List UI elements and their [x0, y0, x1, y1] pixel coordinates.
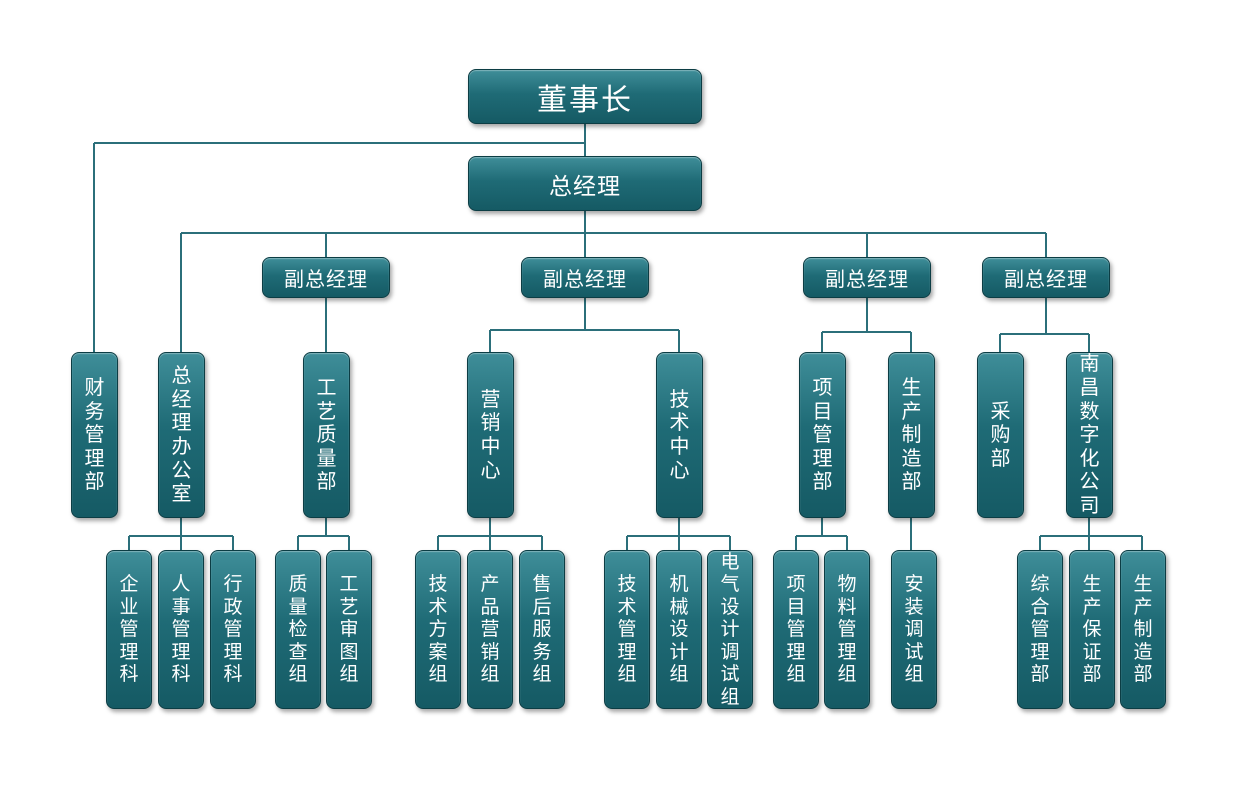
vice-gm-box-2: 副总经理 — [521, 257, 649, 298]
team-product-marketing-label: 产品营销组 — [480, 573, 500, 686]
dept-gm-office: 总经理办公室 — [158, 352, 205, 518]
dept-gm-office-label: 总经理办公室 — [171, 363, 192, 506]
team-mech-design: 机械设计组 — [656, 550, 702, 709]
dept-marketing-center: 营销中心 — [467, 352, 514, 518]
chairman-label: 董事长 — [537, 82, 633, 118]
team-process-review-label: 工艺审图组 — [339, 573, 359, 686]
team-production-assurance: 生产保证部 — [1069, 550, 1115, 709]
team-material-mgmt-label: 物料管理组 — [837, 573, 857, 686]
vice-gm-box-3: 副总经理 — [803, 257, 931, 298]
team-tech-mgmt-label: 技术管理组 — [617, 573, 637, 686]
team-quality-inspection-label: 质量检查组 — [288, 573, 308, 686]
vice-gm-label-2: 副总经理 — [543, 267, 627, 291]
team-production-assurance-label: 生产保证部 — [1082, 573, 1102, 686]
team-product-marketing: 产品营销组 — [467, 550, 513, 709]
dept-project-mgmt: 项目管理部 — [799, 352, 846, 518]
team-elec-design: 电气设计调试组 — [707, 550, 753, 709]
team-production-mfg: 生产制造部 — [1120, 550, 1166, 709]
dept-production: 生产制造部 — [888, 352, 935, 518]
dept-nanchang-digital: 南昌数字化公司 — [1066, 352, 1113, 518]
dept-finance-label: 财务管理部 — [84, 375, 105, 494]
team-tech-solution: 技术方案组 — [415, 550, 461, 709]
team-after-sales-label: 售后服务组 — [532, 573, 552, 686]
team-elec-design-label: 电气设计调试组 — [720, 551, 740, 708]
team-install-debug-label: 安装调试组 — [904, 573, 924, 686]
team-after-sales: 售后服务组 — [519, 550, 565, 709]
dept-nanchang-digital-label: 南昌数字化公司 — [1079, 351, 1100, 517]
team-general-mgmt-label: 综合管理部 — [1030, 573, 1050, 686]
team-production-mfg-label: 生产制造部 — [1133, 573, 1153, 686]
team-project-mgmt-label: 项目管理组 — [786, 573, 806, 686]
team-enterprise-mgmt-label: 企业管理科 — [119, 573, 139, 686]
team-admin-mgmt: 行政管理科 — [210, 550, 256, 709]
team-hr-mgmt-label: 人事管理科 — [171, 573, 191, 686]
dept-marketing-center-label: 营销中心 — [480, 386, 501, 482]
team-material-mgmt: 物料管理组 — [824, 550, 870, 709]
team-hr-mgmt: 人事管理科 — [158, 550, 204, 709]
dept-finance: 财务管理部 — [71, 352, 118, 518]
team-mech-design-label: 机械设计组 — [669, 573, 689, 686]
dept-purchasing: 采购部 — [977, 352, 1024, 518]
team-admin-mgmt-label: 行政管理科 — [223, 573, 243, 686]
dept-production-label: 生产制造部 — [901, 375, 922, 494]
team-install-debug: 安装调试组 — [891, 550, 937, 709]
vice-gm-box-4: 副总经理 — [982, 257, 1110, 298]
dept-process-quality-label: 工艺质量部 — [316, 375, 337, 494]
vice-gm-box-1: 副总经理 — [262, 257, 390, 298]
team-tech-mgmt: 技术管理组 — [604, 550, 650, 709]
team-enterprise-mgmt: 企业管理科 — [106, 550, 152, 709]
dept-tech-center: 技术中心 — [656, 352, 703, 518]
vice-gm-label-4: 副总经理 — [1004, 267, 1088, 291]
dept-project-mgmt-label: 项目管理部 — [812, 375, 833, 494]
team-quality-inspection: 质量检查组 — [275, 550, 321, 709]
dept-process-quality: 工艺质量部 — [303, 352, 350, 518]
vice-gm-label-3: 副总经理 — [825, 267, 909, 291]
team-general-mgmt: 综合管理部 — [1017, 550, 1063, 709]
dept-purchasing-label: 采购部 — [990, 398, 1011, 470]
chairman-box: 董事长 — [468, 69, 702, 124]
dept-tech-center-label: 技术中心 — [669, 386, 690, 482]
team-tech-solution-label: 技术方案组 — [428, 573, 448, 686]
team-process-review: 工艺审图组 — [326, 550, 372, 709]
general-manager-label: 总经理 — [549, 173, 621, 200]
team-project-mgmt: 项目管理组 — [773, 550, 819, 709]
vice-gm-label-1: 副总经理 — [284, 267, 368, 291]
general-manager-box: 总经理 — [468, 156, 702, 211]
